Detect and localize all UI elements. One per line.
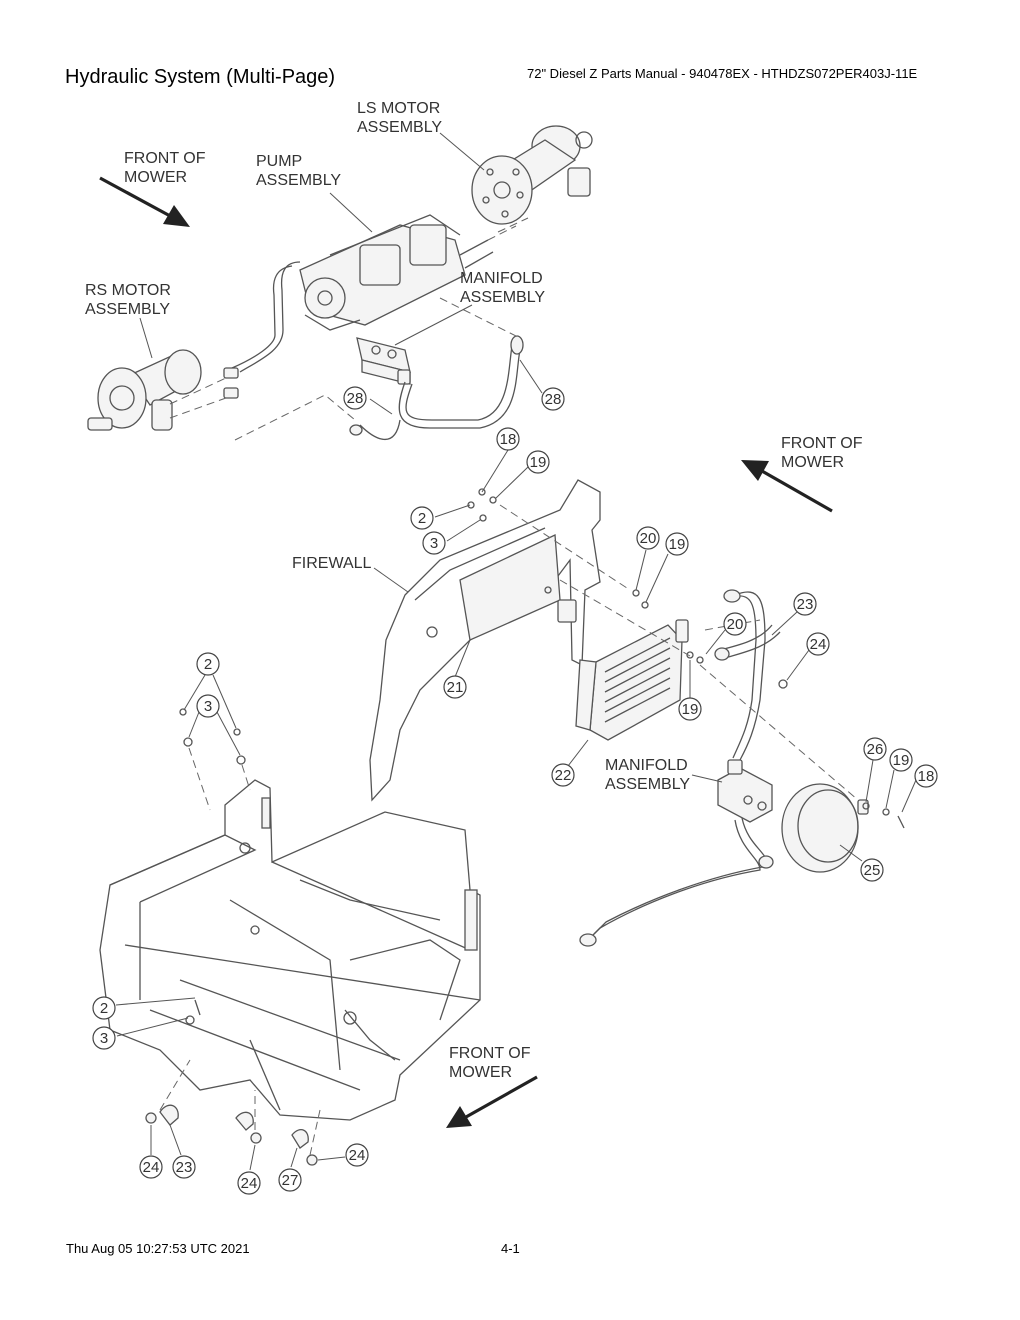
callout-number: 24	[143, 1159, 160, 1176]
callout-24-c: 24	[139, 1155, 163, 1179]
rs-motor-label-line2: ASSEMBLY	[85, 301, 170, 318]
callout-22: 22	[551, 763, 575, 787]
pump-assembly	[299, 214, 494, 331]
callout-24-b: 24	[345, 1143, 369, 1167]
callout-18-a: 18	[496, 427, 520, 451]
firewall-label: FIREWALL	[292, 555, 372, 572]
callout-28-a: 28	[343, 386, 367, 410]
callout-number: 27	[282, 1172, 299, 1189]
manifold-assembly-top	[356, 337, 411, 385]
callout-number: 20	[727, 616, 744, 633]
callout-19-c: 19	[678, 697, 702, 721]
pump-to-rs-motor-tubes	[231, 261, 301, 373]
callout-25: 25	[860, 858, 884, 882]
front-of-mower-bottom-line2: MOWER	[449, 1064, 512, 1081]
callout-number: 3	[204, 698, 212, 715]
footer-page-number: 4-1	[501, 1241, 520, 1256]
callout-3-b: 3	[196, 694, 220, 718]
footer-timestamp: Thu Aug 05 10:27:53 UTC 2021	[66, 1241, 250, 1256]
callout-number: 3	[430, 535, 438, 552]
callout-number: 20	[640, 530, 657, 547]
pump-label-line1: PUMP	[256, 153, 302, 170]
ls-motor-label-line2: ASSEMBLY	[357, 119, 442, 136]
front-of-mower-arrow-right	[741, 460, 833, 513]
document-reference: 72" Diesel Z Parts Manual - 940478EX - H…	[527, 66, 918, 81]
reservoir-fasteners	[778, 679, 905, 829]
callout-3-a: 3	[422, 531, 446, 555]
diagram-labels: LS MOTOR ASSEMBLY FRONT OF MOWER PUMP AS…	[85, 100, 863, 1081]
manifold-top-label-line1: MANIFOLD	[460, 270, 543, 287]
callout-24-a: 24	[806, 632, 830, 656]
assembly-lines-top	[169, 217, 529, 441]
ls-motor-label-line1: LS MOTOR	[357, 100, 440, 117]
callout-2-a: 2	[410, 506, 434, 530]
rs-motor-label-line1: RS MOTOR	[85, 282, 171, 299]
callout-number: 19	[669, 536, 686, 553]
callout-3-c: 3	[92, 1026, 116, 1050]
ls-motor-assembly	[471, 125, 593, 225]
callout-number: 19	[893, 752, 910, 769]
callout-number: 28	[545, 391, 562, 408]
callout-number: 18	[500, 431, 517, 448]
firewall	[369, 479, 601, 802]
callout-number: 2	[100, 1000, 108, 1017]
front-of-mower-top-line1: FRONT OF	[124, 150, 206, 167]
callout-number: 28	[347, 390, 364, 407]
callout-number: 22	[555, 767, 572, 784]
leader-lines	[115, 132, 917, 1171]
callout-20-a: 20	[636, 526, 660, 550]
long-hose	[579, 817, 774, 947]
front-of-mower-right-line2: MOWER	[781, 454, 844, 471]
callout-2-c: 2	[92, 996, 116, 1020]
hose-assembly-top	[349, 335, 524, 441]
reservoir	[781, 783, 869, 873]
manifold-center-label-line1: MANIFOLD	[605, 757, 688, 774]
cooler-hoses	[714, 589, 781, 761]
front-of-mower-arrow-top	[99, 176, 190, 227]
callout-19-d: 19	[889, 748, 913, 772]
mower-frame	[99, 779, 481, 1121]
callout-number: 21	[447, 679, 464, 696]
callout-28-b: 28	[541, 387, 565, 411]
firewall-fasteners	[467, 488, 704, 664]
callout-26: 26	[863, 737, 887, 761]
callout-number: 24	[810, 636, 827, 653]
callout-18-b: 18	[914, 764, 938, 788]
frame-hardware	[145, 708, 318, 1166]
callout-number: 18	[918, 768, 935, 785]
callout-number: 2	[204, 656, 212, 673]
front-of-mower-right-line1: FRONT OF	[781, 435, 863, 452]
callout-number: 26	[867, 741, 884, 758]
manifold-center-label-line2: ASSEMBLY	[605, 776, 690, 793]
callout-21: 21	[443, 675, 467, 699]
oil-cooler	[575, 619, 689, 741]
callout-23-b: 23	[172, 1155, 196, 1179]
callout-number: 2	[418, 510, 426, 527]
callout-24-d: 24	[237, 1171, 261, 1195]
callout-number: 25	[864, 862, 881, 879]
callout-number: 23	[797, 596, 814, 613]
callout-2-b: 2	[196, 652, 220, 676]
callout-19-b: 19	[665, 532, 689, 556]
pump-label-line2: ASSEMBLY	[256, 172, 341, 189]
callout-number: 24	[349, 1147, 366, 1164]
manifold-top-label-line2: ASSEMBLY	[460, 289, 545, 306]
callout-number: 24	[241, 1175, 258, 1192]
assembly-lines-frame	[159, 747, 321, 1156]
callout-23-a: 23	[793, 592, 817, 616]
page-title: Hydraulic System (Multi-Page)	[65, 66, 336, 88]
manifold-assembly-center	[717, 759, 773, 823]
callout-19-a: 19	[526, 450, 550, 474]
callout-number: 19	[682, 701, 699, 718]
callout-number: 3	[100, 1030, 108, 1047]
front-of-mower-arrow-bottom	[446, 1075, 538, 1128]
callout-number: 19	[530, 454, 547, 471]
front-of-mower-top-line2: MOWER	[124, 169, 187, 186]
callout-27: 27	[278, 1168, 302, 1192]
rs-motor-assembly	[87, 349, 239, 431]
callout-number: 23	[176, 1159, 193, 1176]
front-of-mower-bottom-line1: FRONT OF	[449, 1045, 531, 1062]
callout-20-b: 20	[723, 612, 747, 636]
